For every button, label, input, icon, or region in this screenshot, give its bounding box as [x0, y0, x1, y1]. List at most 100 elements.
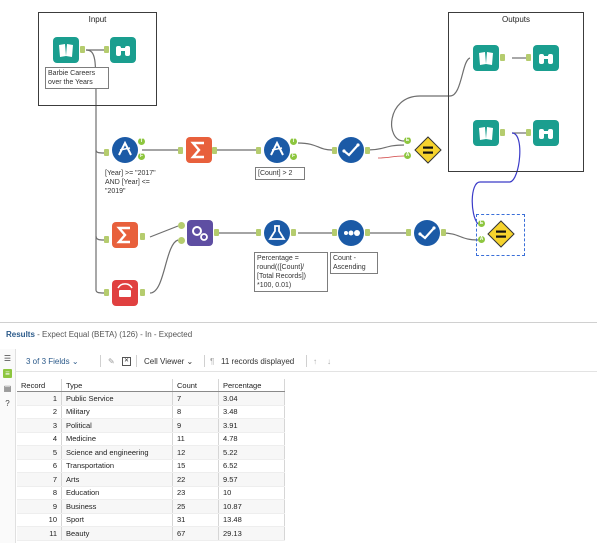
filter-tool-2[interactable]: [264, 137, 290, 163]
select-tool-1[interactable]: [338, 137, 364, 163]
outputs-container[interactable]: Outputs: [448, 12, 584, 172]
column-header[interactable]: Type: [61, 379, 173, 392]
output-anchor[interactable]: [140, 233, 145, 240]
input-anchor[interactable]: [104, 289, 109, 296]
expected-port[interactable]: E: [404, 137, 411, 144]
results-title: Results: [6, 330, 35, 339]
dots-icon: [344, 230, 360, 236]
input-anchor[interactable]: [332, 147, 337, 154]
input-data-tool-2[interactable]: [473, 45, 499, 71]
close-icon[interactable]: ✕: [122, 357, 131, 366]
pilcrow-icon[interactable]: ¶: [210, 357, 215, 366]
cell-record: 8: [17, 486, 62, 500]
input-anchor[interactable]: [256, 147, 261, 154]
input-anchor[interactable]: [526, 129, 531, 136]
cell-viewer-dropdown[interactable]: Cell Viewer ⌄: [144, 357, 193, 366]
input-anchor[interactable]: [526, 54, 531, 61]
target-port[interactable]: [178, 222, 185, 229]
append-fields-tool[interactable]: [187, 220, 213, 246]
browse-tool[interactable]: [110, 37, 136, 63]
output-anchor[interactable]: [291, 229, 296, 236]
output-anchor[interactable]: [214, 229, 219, 236]
outputs-container-title: Outputs: [501, 15, 530, 24]
edit-icon[interactable]: ✎: [108, 357, 115, 366]
input-anchor[interactable]: [104, 46, 109, 53]
flask-icon: [268, 225, 286, 240]
divider: [204, 355, 205, 367]
metadata-icon[interactable]: ▤: [3, 384, 12, 393]
cell-percentage: 6.52: [218, 459, 285, 473]
record-id-tool[interactable]: [112, 280, 138, 306]
false-port[interactable]: F: [138, 153, 145, 160]
expect-equal-tool-1[interactable]: [414, 136, 442, 164]
output-anchor[interactable]: [500, 54, 505, 61]
help-icon[interactable]: ?: [5, 399, 10, 408]
list-view-icon[interactable]: ☰: [3, 354, 12, 363]
summarize-tool-2[interactable]: [112, 222, 138, 248]
filter-tool-1[interactable]: [112, 137, 138, 163]
input-anchor[interactable]: [406, 229, 411, 236]
output-anchor[interactable]: [365, 229, 370, 236]
true-port[interactable]: T: [138, 138, 145, 145]
arrow-down-icon[interactable]: ↓: [327, 357, 331, 366]
cell-record: 3: [17, 418, 62, 433]
input-anchor[interactable]: [104, 236, 109, 243]
book-icon: [479, 127, 493, 140]
fields-dropdown[interactable]: 3 of 3 Fields ⌄: [26, 357, 79, 366]
input-anchor[interactable]: [178, 147, 183, 154]
expect-equal-tool-2[interactable]: [487, 220, 515, 248]
filter-icon: [118, 140, 132, 156]
sort-tool[interactable]: [338, 220, 364, 246]
cell-type: Transportation: [61, 459, 173, 473]
column-header[interactable]: Count: [172, 379, 219, 392]
false-port[interactable]: F: [290, 153, 297, 160]
column-header[interactable]: Record: [17, 379, 62, 392]
workflow-canvas[interactable]: Input Outputs Barbie Careers over the Ye…: [0, 0, 597, 322]
summarize-tool-1[interactable]: [186, 137, 212, 163]
cell-count: 9: [172, 418, 219, 433]
output-anchor[interactable]: [140, 289, 145, 296]
expected-port[interactable]: E: [478, 220, 485, 227]
output-anchor[interactable]: [441, 229, 446, 236]
browse-tool-2[interactable]: [533, 45, 559, 71]
select-tool-2[interactable]: [414, 220, 440, 246]
true-port[interactable]: T: [290, 138, 297, 145]
input-data-tool-3[interactable]: [473, 120, 499, 146]
output-anchor[interactable]: [212, 147, 217, 154]
output-anchor[interactable]: [80, 46, 85, 53]
input-data-tool[interactable]: [53, 37, 79, 63]
divider: [306, 355, 307, 367]
actual-port[interactable]: A: [404, 152, 411, 159]
cell-record: 7: [17, 472, 62, 487]
gears-icon: [192, 226, 208, 241]
output-anchor[interactable]: [365, 147, 370, 154]
source-port[interactable]: [178, 237, 185, 244]
binoculars-icon: [116, 46, 130, 56]
input-anchor[interactable]: [332, 229, 337, 236]
equals-diamond-icon: [487, 220, 515, 248]
input-annotation: Barbie Careers over the Years: [45, 67, 109, 89]
formula-tool[interactable]: [264, 220, 290, 246]
output-anchor[interactable]: [500, 129, 505, 136]
actual-port[interactable]: A: [478, 236, 485, 243]
cell-count: 25: [172, 499, 219, 514]
input-container[interactable]: Input: [38, 12, 157, 106]
input-anchor[interactable]: [256, 229, 261, 236]
data-view-icon[interactable]: ≡: [3, 369, 12, 378]
browse-tool-3[interactable]: [533, 120, 559, 146]
arrow-up-icon[interactable]: ↑: [313, 357, 317, 366]
input-anchor[interactable]: [104, 149, 109, 156]
column-header[interactable]: Percentage: [218, 379, 285, 392]
